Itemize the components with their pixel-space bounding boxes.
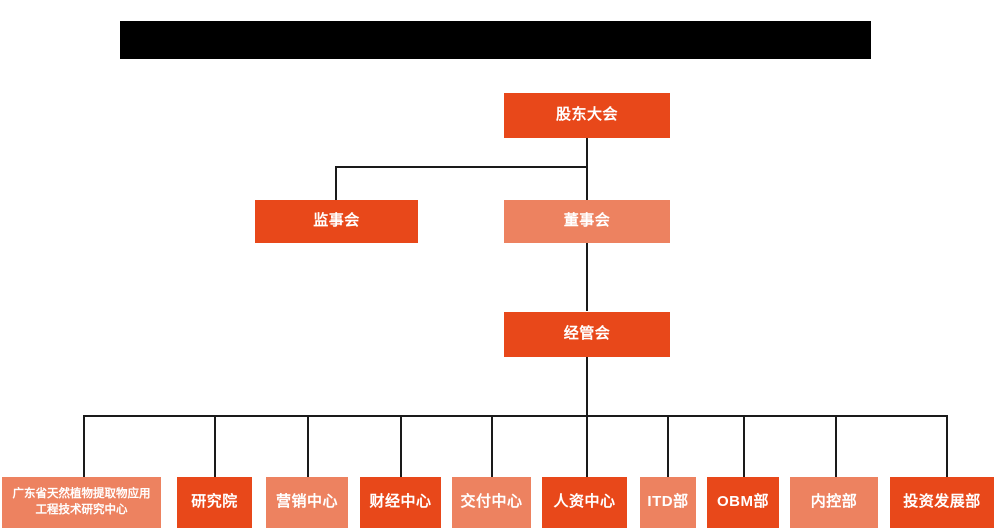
connector-drop-dept-4 [400, 415, 402, 477]
connector-drop-dept-1 [83, 415, 85, 477]
node-dept-finance-center[interactable]: 财经中心 [360, 477, 441, 528]
connector-drop-dept-5 [491, 415, 493, 477]
connector-drop-dept-8 [743, 415, 745, 477]
connector-drop-dept-6 [586, 415, 588, 477]
node-board-of-directors[interactable]: 董事会 [504, 200, 670, 243]
connector-department-bus [83, 415, 947, 417]
node-dept-internal-control[interactable]: 内控部 [790, 477, 878, 528]
node-dept-obm[interactable]: OBM部 [707, 477, 779, 528]
node-shareholders-meeting[interactable]: 股东大会 [504, 93, 670, 138]
connector-drop-board [586, 166, 588, 200]
connector-level2-bus [335, 166, 588, 168]
connector-management-stem [586, 357, 588, 417]
connector-board-to-management [586, 243, 588, 311]
node-dept-delivery-center[interactable]: 交付中心 [452, 477, 531, 528]
node-dept-hr-center[interactable]: 人资中心 [542, 477, 627, 528]
connector-drop-dept-3 [307, 415, 309, 477]
connector-shareholders-stem [586, 138, 588, 168]
connector-drop-dept-10 [946, 415, 948, 477]
node-management-committee[interactable]: 经管会 [504, 312, 670, 357]
node-dept-marketing-center[interactable]: 营销中心 [266, 477, 348, 528]
connector-drop-dept-2 [214, 415, 216, 477]
connector-drop-dept-9 [835, 415, 837, 477]
node-supervisory-board[interactable]: 监事会 [255, 200, 418, 243]
node-dept-research-institute[interactable]: 研究院 [177, 477, 252, 528]
redacted-title-bar [120, 21, 871, 59]
connector-drop-supervisory [335, 166, 337, 200]
node-dept-investment-development[interactable]: 投资发展部 [890, 477, 994, 528]
node-dept-guangdong-research-center[interactable]: 广东省天然植物提取物应用工程技术研究中心 [2, 477, 161, 528]
node-dept-itd[interactable]: ITD部 [640, 477, 696, 528]
connector-drop-dept-7 [667, 415, 669, 477]
